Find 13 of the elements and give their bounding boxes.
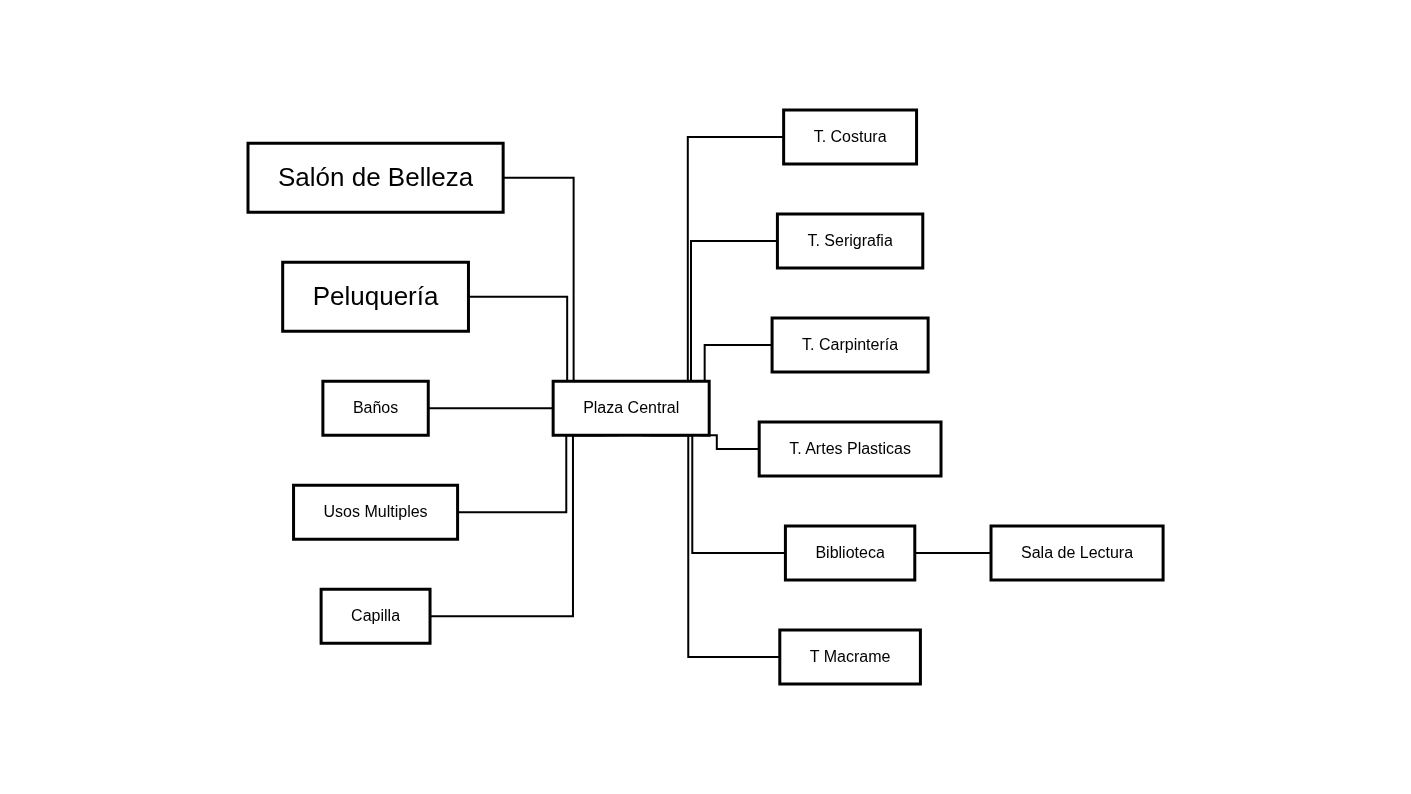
node-box: T. Artes Plasticas [757, 420, 943, 478]
node-box: T. Costura [782, 108, 918, 166]
node-box: Biblioteca [783, 524, 917, 582]
node-box: Peluquería [281, 260, 470, 333]
node-box: Salón de Belleza [246, 141, 505, 214]
node-box: T. Serigrafia [775, 212, 925, 270]
node-box: Baños [321, 379, 430, 437]
node-box: T. Carpintería [770, 316, 930, 374]
node-box: T Macrame [778, 628, 922, 686]
node-box: Usos Multiples [292, 483, 460, 541]
node-box: Plaza Central [551, 379, 711, 437]
node-box: Sala de Lectura [989, 524, 1165, 582]
node-box: Capilla [319, 587, 432, 645]
